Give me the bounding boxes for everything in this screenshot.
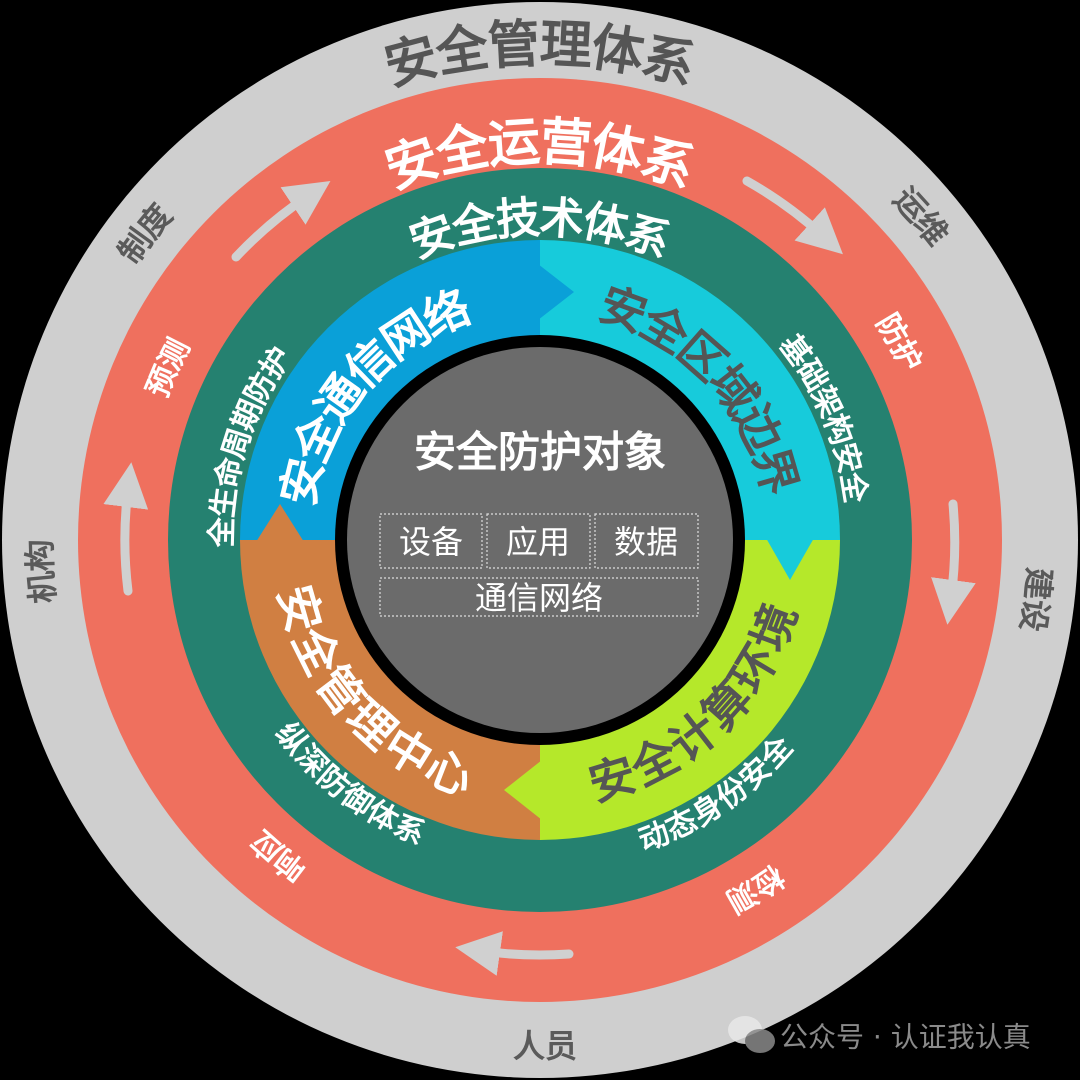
item-data: 数据 [614, 523, 678, 561]
wechat-icon [728, 1016, 775, 1053]
item-box-application [486, 513, 591, 569]
cycle-arrow-icon [231, 180, 331, 262]
item-network: 通信网络 [475, 579, 603, 617]
cycle-arrow-icon [103, 462, 149, 596]
flow-notch-orange [256, 504, 304, 542]
item-application: 应用 [506, 523, 570, 561]
label-personnel: 人员 [513, 1027, 577, 1065]
watermark-text: 公众号 · 认证我认真 [780, 1021, 1031, 1054]
flow-notch-blue [538, 264, 574, 320]
center-circle [347, 347, 733, 733]
cycle-arrow-icon [455, 931, 574, 976]
item-box-network [379, 577, 699, 617]
item-box-device [379, 513, 483, 569]
cycle-arrow-icon [931, 499, 976, 625]
center-title: 安全防护对象 [414, 428, 666, 477]
item-device: 设备 [399, 523, 463, 561]
label-construction: 建设 [1013, 566, 1058, 634]
item-box-data [594, 513, 699, 569]
cycle-arrow-icon [742, 176, 843, 255]
flow-notch-cyan [766, 538, 814, 580]
flow-notch-lime [504, 760, 542, 820]
